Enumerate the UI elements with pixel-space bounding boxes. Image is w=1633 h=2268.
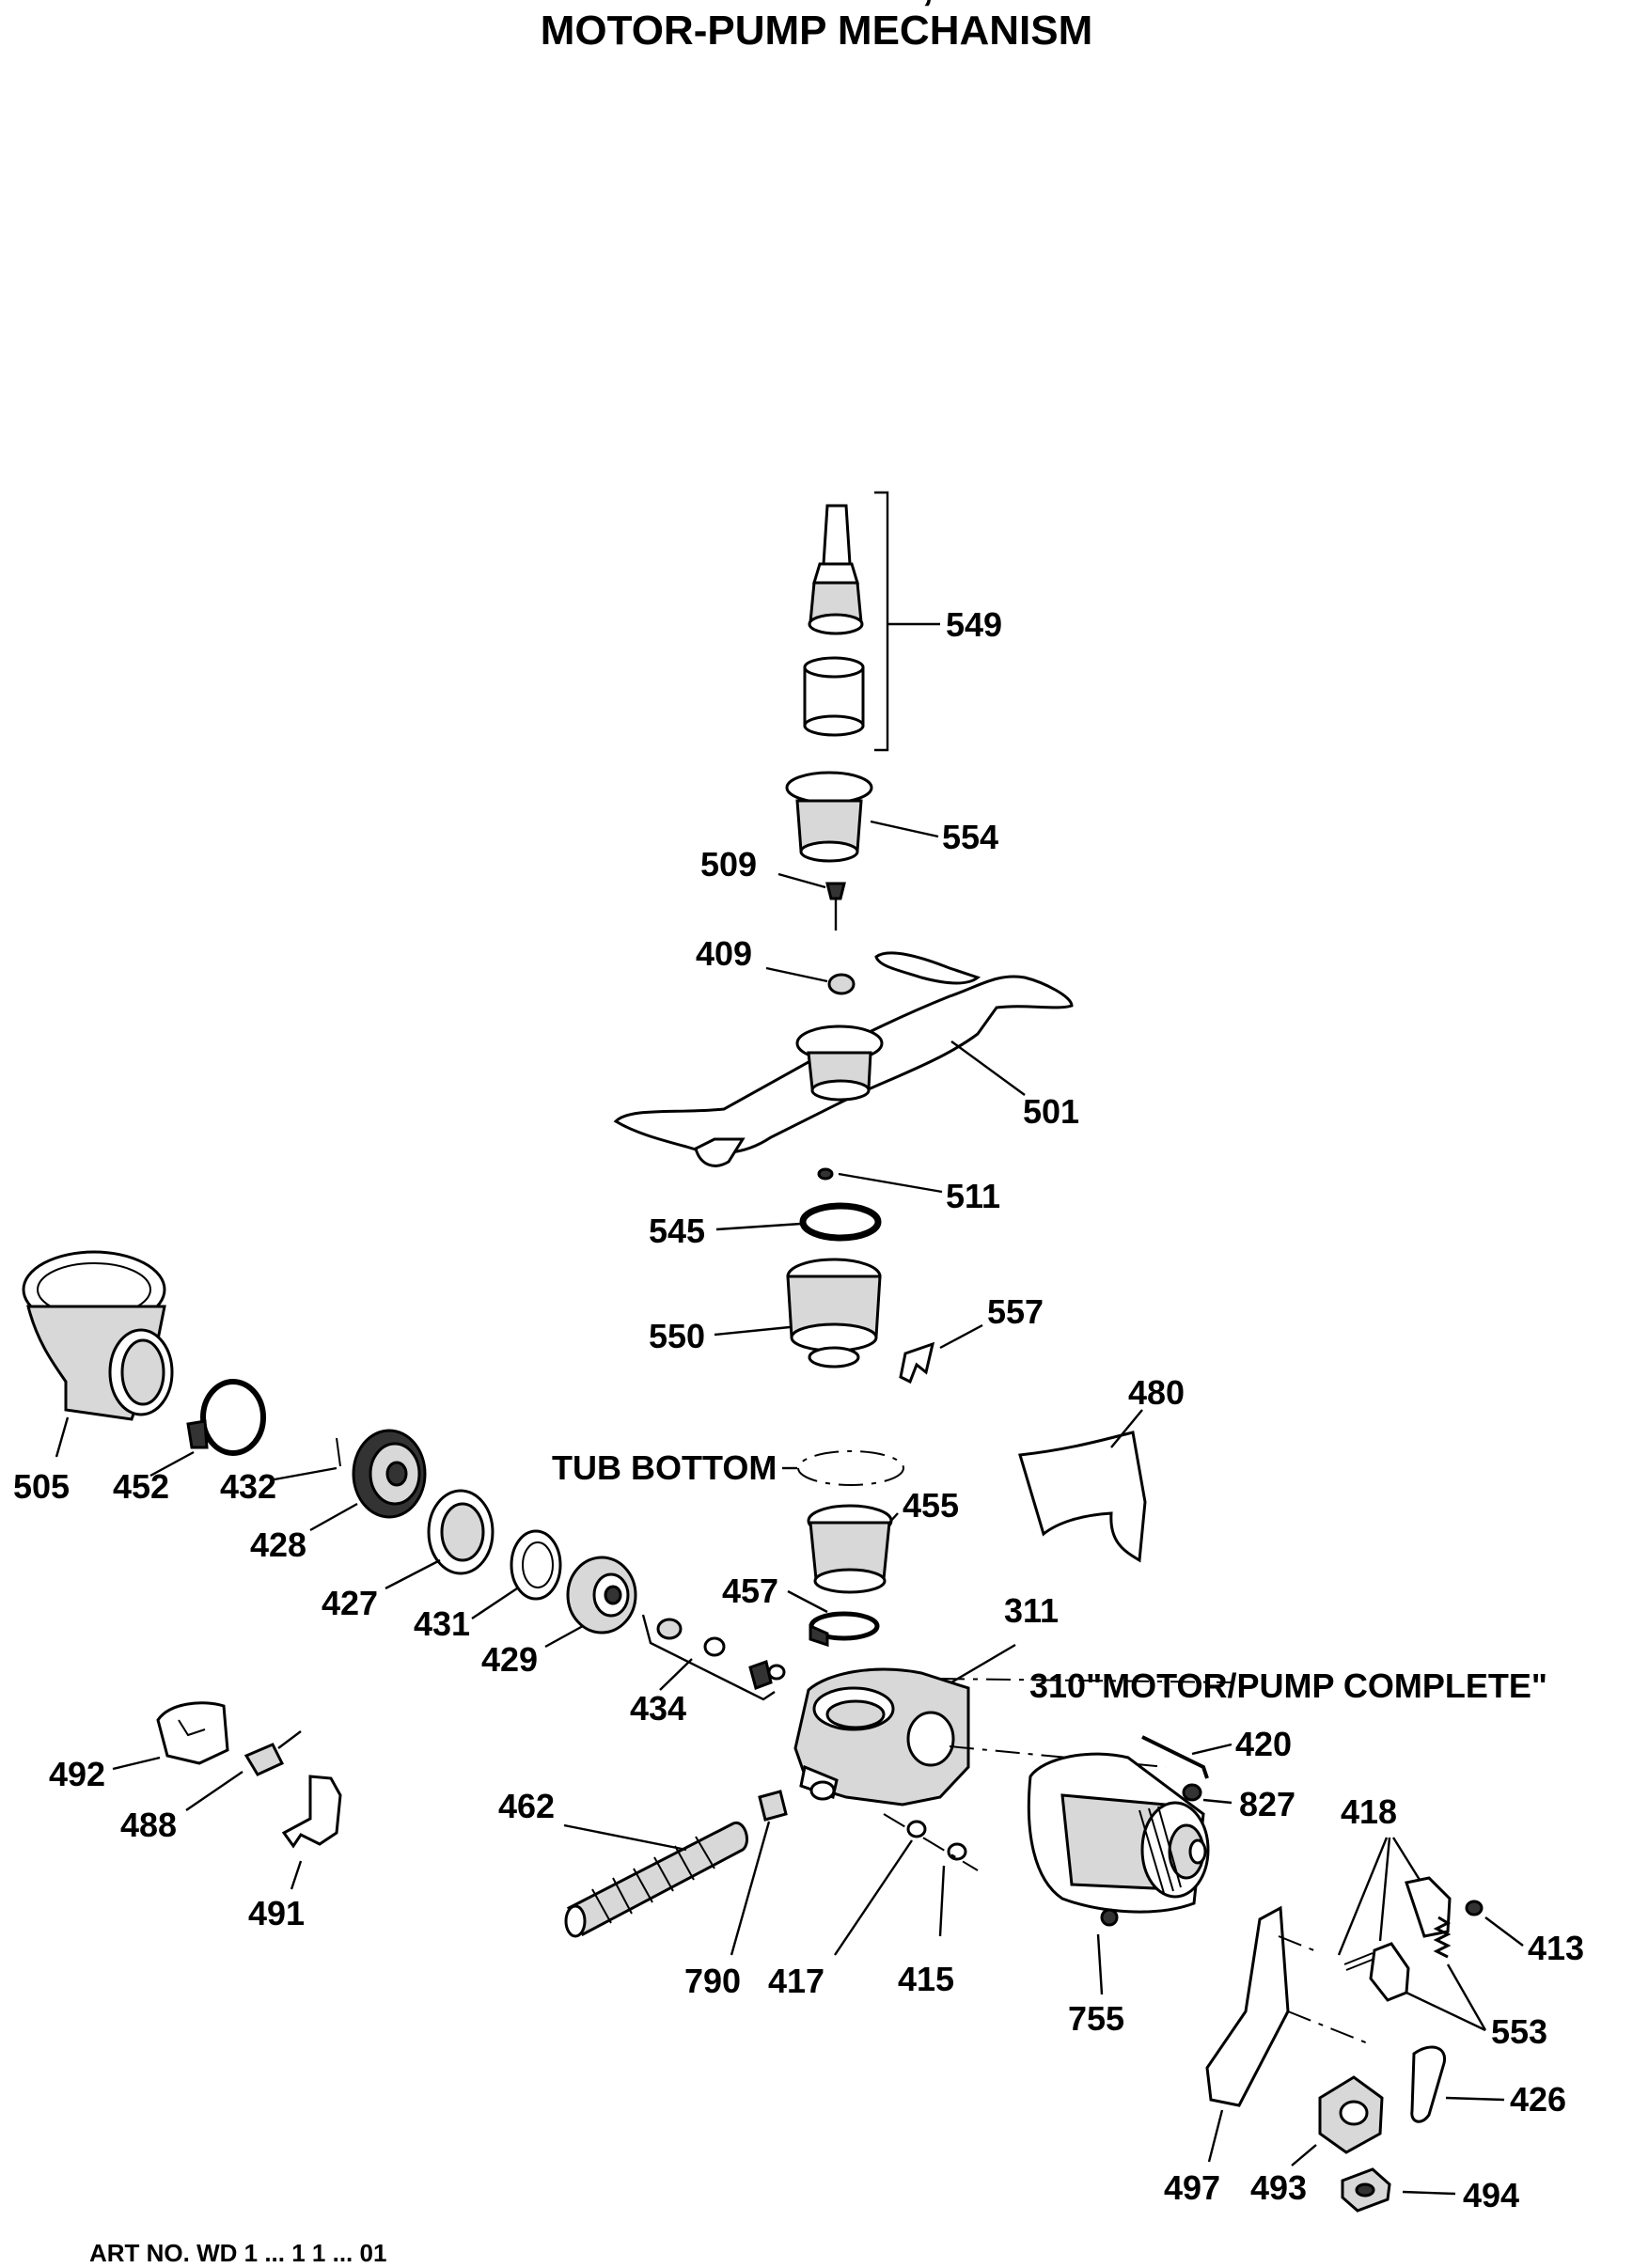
label-413: 413 (1528, 1929, 1584, 1967)
part-497-bracket (1205, 1905, 1374, 2163)
label-429: 429 (481, 1640, 538, 1679)
label-434: 434 (630, 1689, 686, 1728)
part-429-impeller (544, 1556, 637, 1649)
part-457-clamp (787, 1589, 880, 1648)
label-545: 545 (649, 1212, 705, 1250)
label-491: 491 (248, 1894, 305, 1932)
part-492-bracket (112, 1701, 229, 1771)
label-428: 428 (250, 1525, 306, 1564)
label-462: 462 (498, 1787, 555, 1825)
label-480: 480 (1128, 1373, 1185, 1412)
part-550-pump-housing (714, 1258, 882, 1369)
part-434-hardware (641, 1614, 786, 1701)
part-431-ring (471, 1529, 562, 1619)
label-420: 420 (1235, 1725, 1292, 1763)
part-418-spring-set (1337, 1837, 1452, 2002)
leader-432 (274, 1466, 338, 1481)
part-554-filter (785, 771, 939, 863)
part-311-pump-body (793, 1643, 1233, 1807)
label-415: 415 (898, 1960, 954, 1998)
part-417-washer (834, 1820, 927, 1956)
label-755: 755 (1068, 1999, 1124, 2038)
label-505: 505 (13, 1467, 70, 1506)
models-line: MODELS GSD2310U0AA, GSD2327TT... (0, 0, 1633, 9)
part-494-plunger (1341, 2167, 1456, 2213)
part-501-wash-arm (613, 951, 1074, 1167)
part-545-snap-ring (715, 1202, 882, 1242)
part-409-nut (765, 966, 856, 995)
label-501: 501 (1023, 1092, 1079, 1131)
label-417: 417 (768, 1962, 824, 2000)
tub-bottom-ring (782, 1450, 904, 1486)
page-title: MOTOR-PUMP MECHANISM (540, 8, 1093, 54)
motor (1027, 1752, 1210, 1914)
label-494: 494 (1463, 2176, 1519, 2214)
part-755-screw (1096, 1908, 1119, 1995)
part-491-bracket (281, 1775, 342, 1890)
label-311: 311 (1004, 1591, 1059, 1630)
part-428-seal (309, 1429, 427, 1532)
label-497: 497 (1164, 2168, 1220, 2207)
part-827-screw (1182, 1783, 1233, 1805)
part-427-ring (385, 1489, 495, 1590)
label-427: 427 (322, 1584, 378, 1622)
part-462-hose (563, 1821, 748, 1938)
leader-452 (149, 1450, 195, 1478)
label-827: 827 (1239, 1785, 1295, 1823)
label-431: 431 (414, 1604, 470, 1643)
part-557-clip (899, 1323, 983, 1384)
label-488: 488 (120, 1806, 177, 1844)
part-480-shield (1018, 1409, 1147, 1563)
part-493-solenoid (1291, 2075, 1384, 2166)
label-452: 452 (113, 1467, 169, 1506)
part-420-wire (1141, 1735, 1233, 1779)
label-426: 426 (1510, 2080, 1566, 2119)
label-310-motor-pump-complete: 310"MOTOR/PUMP COMPLETE" (1029, 1666, 1547, 1705)
part-426-link (1410, 2045, 1505, 2123)
part-432-clamp (186, 1379, 266, 1456)
label-549: 549 (946, 605, 1002, 644)
label-457: 457 (722, 1572, 778, 1610)
label-492: 492 (49, 1755, 105, 1793)
part-511-washer (817, 1167, 943, 1194)
label-409: 409 (696, 934, 752, 973)
part-505-sump (22, 1250, 174, 1458)
part-549-nozzle (803, 491, 940, 752)
label-554: 554 (942, 818, 998, 856)
art-number: ART NO. WD 1 ... 1 1 ... 01 (89, 2239, 387, 2267)
part-415-nut (883, 1813, 979, 1937)
label-tub-bottom: TUB BOTTOM (552, 1448, 777, 1487)
part-553-spring (1405, 1916, 1487, 2032)
label-550: 550 (649, 1317, 705, 1355)
part-790-fitting (730, 1790, 788, 1956)
label-790: 790 (684, 1962, 741, 2000)
label-418: 418 (1341, 1792, 1397, 1831)
label-493: 493 (1250, 2168, 1307, 2207)
part-455-seal (807, 1504, 899, 1594)
part-413-clip (1465, 1900, 1524, 1947)
label-511: 511 (946, 1177, 1000, 1215)
part-509-screw (777, 872, 846, 931)
label-509: 509 (700, 845, 757, 884)
label-553: 553 (1491, 2012, 1547, 2051)
label-432: 432 (220, 1467, 276, 1506)
part-488-switch (185, 1730, 302, 1811)
label-557: 557 (987, 1292, 1044, 1331)
label-455: 455 (903, 1486, 959, 1525)
